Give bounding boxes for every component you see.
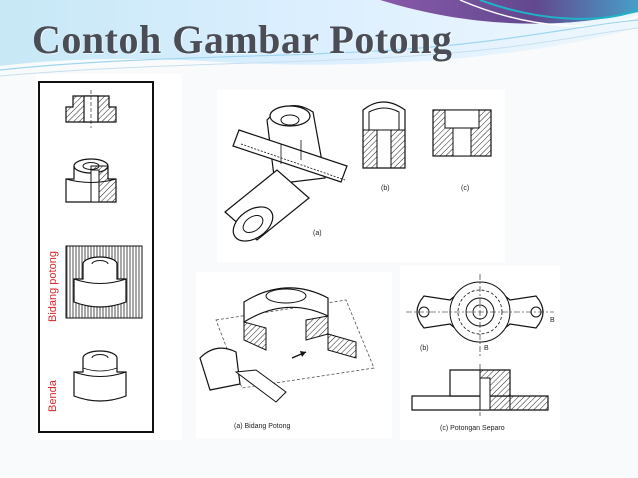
label-c: (c) bbox=[461, 185, 469, 192]
section-marker-b-right: B bbox=[550, 317, 555, 324]
slide-title: Contoh Gambar Potong bbox=[32, 17, 453, 62]
left-figure: Bidang potong Benda bbox=[36, 74, 182, 440]
object-drawing bbox=[73, 350, 127, 402]
half-section-drawing bbox=[65, 158, 117, 203]
section-profile-drawing bbox=[65, 90, 117, 128]
bottom-right-figure: (b) B B (c) Potongan Separo bbox=[400, 266, 560, 440]
caption-bidang-potong: (a) Bidang Potong bbox=[234, 423, 291, 430]
label-b-small: (b) bbox=[420, 345, 429, 352]
saw-cut-drawing: (a) bbox=[224, 105, 348, 242]
caption-potongan-separo: (c) Potongan Separo bbox=[440, 425, 505, 432]
label-bidang-potong: Bidang potong bbox=[47, 251, 59, 322]
header-decoration bbox=[0, 0, 638, 77]
top-view-drawing: (b) B B bbox=[406, 274, 555, 358]
label-a: (a) bbox=[313, 230, 322, 237]
top-figure: (a) (b) (c) bbox=[217, 90, 505, 262]
bottom-left-figure: (a) Bidang Potong bbox=[196, 272, 392, 438]
cutting-plane-3d-drawing: (a) Bidang Potong bbox=[199, 287, 375, 430]
section-view-b-drawing: (b) bbox=[362, 101, 406, 192]
cutting-plane-drawing bbox=[65, 245, 143, 319]
half-section-front-drawing: (c) Potongan Separo bbox=[411, 364, 549, 432]
section-view-c-drawing: (c) bbox=[432, 109, 492, 192]
label-b: (b) bbox=[381, 185, 390, 192]
label-benda: Benda bbox=[47, 379, 59, 412]
section-marker-b: B bbox=[484, 345, 489, 352]
